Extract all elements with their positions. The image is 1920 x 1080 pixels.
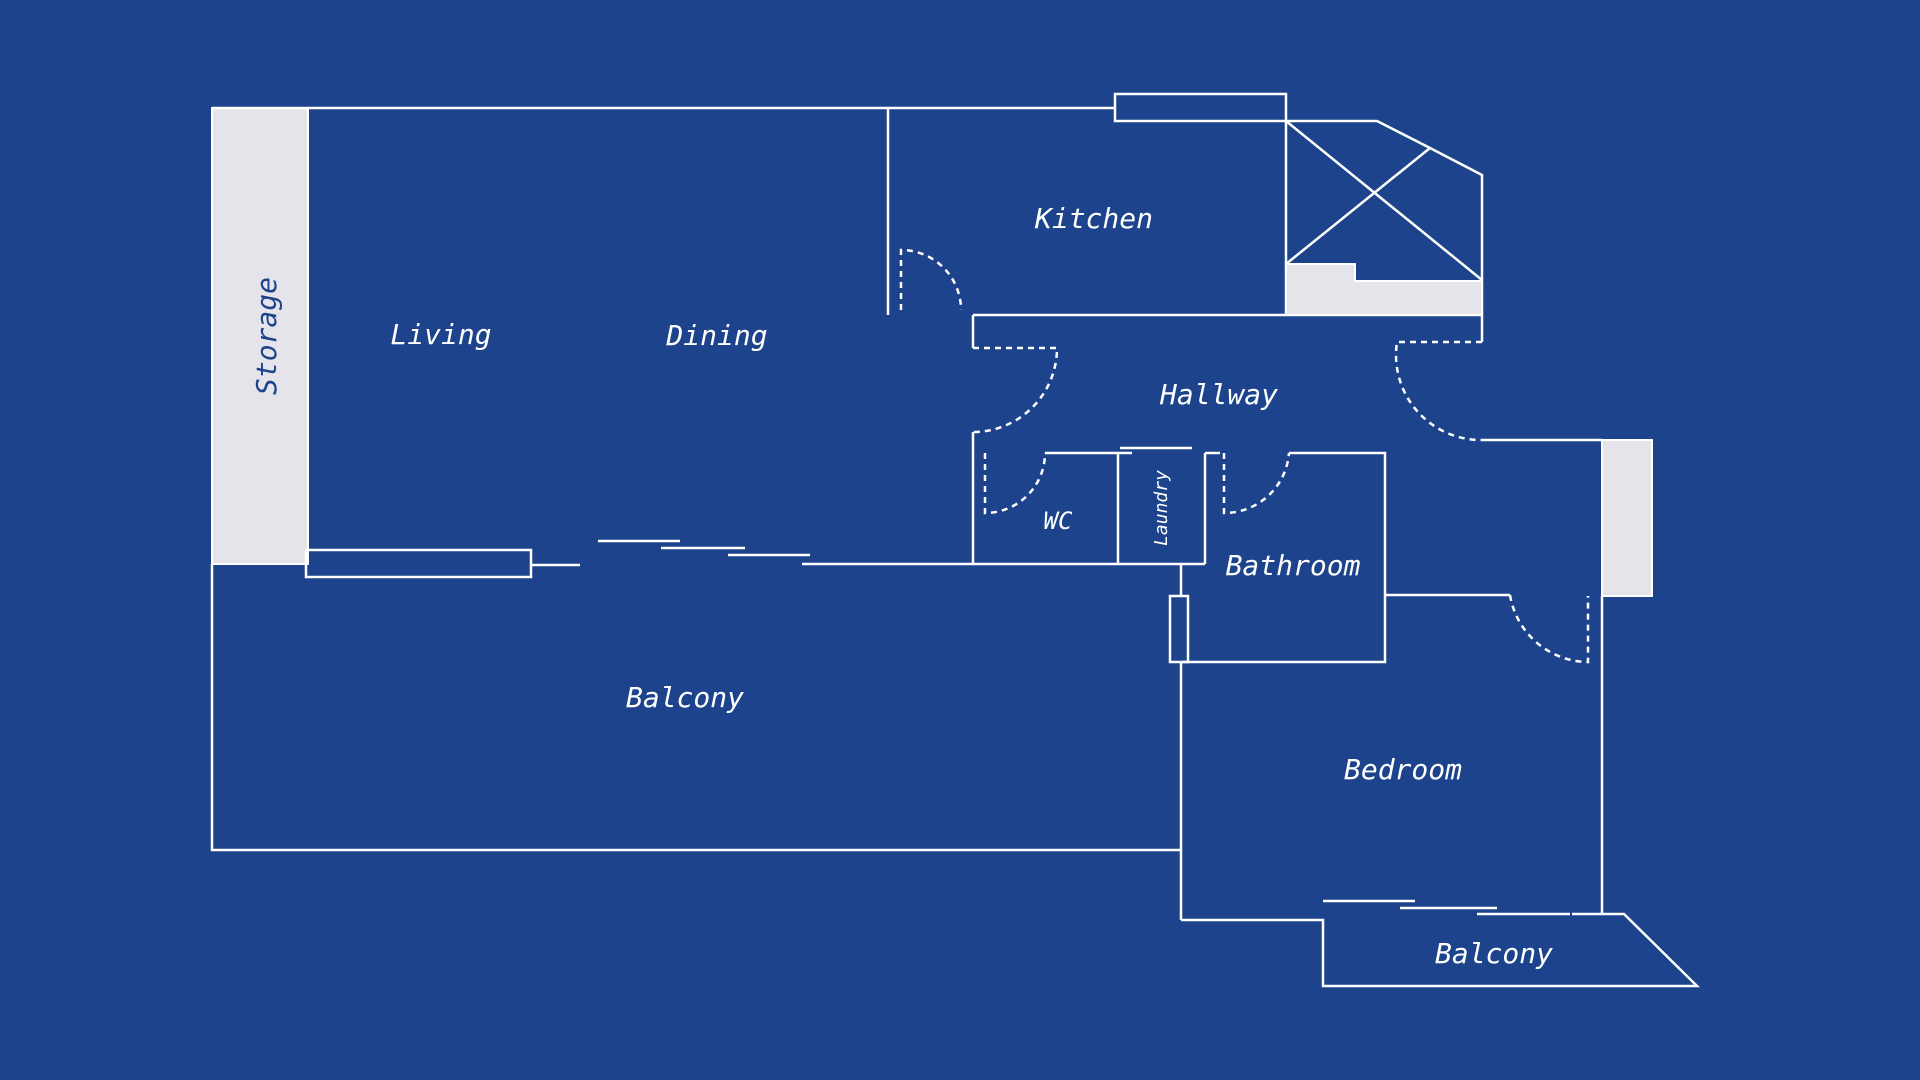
bathroom-door — [1222, 452, 1291, 515]
core-solid — [1285, 263, 1483, 316]
label-storage: Storage — [250, 277, 283, 395]
core-cross-2 — [1285, 147, 1431, 265]
bedroom-door — [1508, 594, 1590, 664]
hallway-door-right — [1394, 340, 1483, 442]
wall-bathroom — [1181, 451, 1387, 664]
label-kitchen: Kitchen — [1034, 202, 1153, 235]
bedroom-closet — [1601, 439, 1653, 597]
label-dining: Dining — [665, 319, 767, 352]
label-hallway: Hallway — [1159, 378, 1278, 411]
label-bathroom: Bathroom — [1226, 549, 1361, 582]
core-cross-1 — [1285, 120, 1483, 281]
bathroom-window — [1168, 594, 1190, 664]
label-bedroom: Bedroom — [1344, 753, 1462, 786]
kitchen-door — [899, 248, 963, 311]
label-balcony-main: Balcony — [626, 681, 744, 714]
label-laundry: Laundry — [1151, 470, 1172, 546]
living-window — [304, 548, 533, 579]
storage-block — [211, 107, 309, 565]
balcony-bedroom-outline — [1181, 912, 1701, 988]
balcony-main-outline — [210, 564, 1181, 852]
label-living: Living — [390, 318, 491, 351]
label-wc: WC — [1044, 507, 1073, 535]
hallway-door-left — [972, 346, 1059, 434]
kitchen-window — [1113, 92, 1288, 123]
wc-door — [983, 452, 1047, 515]
label-balcony-bedroom: Balcony — [1435, 937, 1553, 970]
